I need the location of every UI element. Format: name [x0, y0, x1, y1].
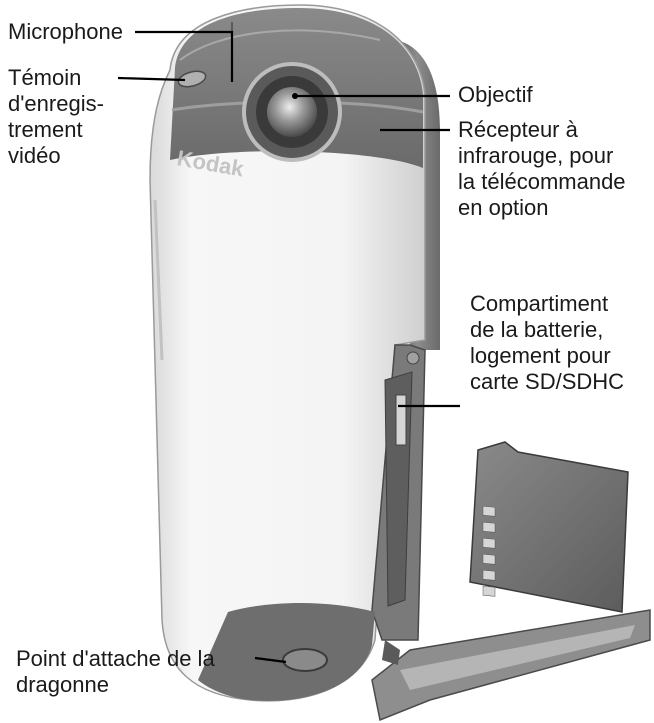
label-strap-attachment: Point d'attache de la dragonne	[16, 646, 215, 697]
callout-recording-light	[117, 76, 186, 82]
label-ir-receiver: Récepteur à infrarouge, pour la télécomm…	[458, 117, 626, 220]
strap-attachment	[282, 648, 328, 672]
battery-door-inner	[400, 625, 635, 690]
sd-card-contacts	[482, 505, 496, 597]
recording-led	[177, 70, 207, 88]
lens-callout-dot	[292, 93, 298, 99]
side-button-seam	[153, 199, 164, 361]
callout-microphone	[135, 30, 234, 82]
camera-top-ridge-light	[179, 29, 381, 61]
sd-slot	[395, 394, 407, 446]
door-hinge	[382, 640, 400, 665]
label-battery-compartment: Compartiment de la batterie, logement po…	[470, 291, 625, 394]
callout-strap	[254, 656, 287, 664]
sd-card	[469, 441, 629, 613]
battery-latch	[406, 351, 420, 365]
camera-bottom-band	[198, 603, 375, 701]
lens-glass	[267, 87, 317, 137]
label-microphone: Microphone	[8, 19, 123, 44]
label-recording-light: Témoin d'enregis- trement vidéo	[8, 65, 104, 168]
label-lens: Objectif	[458, 82, 533, 107]
